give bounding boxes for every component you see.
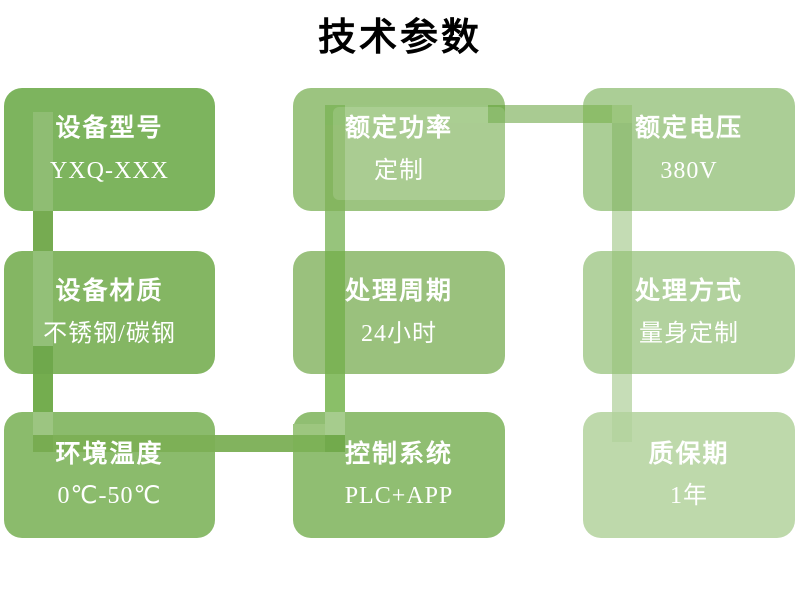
param-card-processing-cycle: 处理周期 24小时 [293,251,505,374]
param-card-processing-method: 处理方式 量身定制 [583,251,795,374]
param-value-device-model: YXQ-XXX [50,157,169,184]
connector-elbow-top-right [612,105,632,123]
param-card-text: 设备型号 YXQ-XXX [4,88,215,211]
param-value-control-system: PLC+APP [344,483,454,510]
param-value-rated-voltage: 380V [660,157,718,184]
connector-mid-gap-5-6 [325,374,345,412]
connector-top-over-card4 [345,105,488,123]
param-value-device-material: 不锈钢/碳钢 [43,320,176,347]
param-title-rated-power: 额定功率 [344,114,453,143]
param-title-device-model: 设备型号 [55,114,164,143]
param-card-rated-voltage: 额定电压 380V [583,88,795,211]
param-title-control-system: 控制系统 [344,439,453,468]
connector-left-over-card2-lower [33,346,53,374]
connector-right-gap-8-9 [612,374,632,412]
param-card-warranty-period: 质保期 1年 [583,412,795,538]
connector-right-over-card7 [612,123,632,211]
param-value-rated-power: 定制 [374,157,424,184]
connector-mid-over-card5 [325,251,345,374]
slide-title: 技术参数 [317,17,482,59]
param-title-rated-voltage: 额定电压 [634,114,743,143]
connector-left-gap-2-3 [33,374,53,412]
connector-elbow-highlight-card4 [333,107,505,200]
connector-card6-corner-step [293,424,325,435]
connector-right-over-card9-end [612,412,632,442]
param-card-text: 质保期 1年 [583,412,795,538]
connector-bottom-over-card6 [293,435,325,452]
param-card-text: 控制系统 PLC+APP [293,412,505,538]
connector-elbow-bottom-left [33,435,53,452]
connector-mid-gap-4-5 [325,211,345,251]
param-title-processing-cycle: 处理周期 [344,277,453,306]
connector-right-gap-7-8 [612,211,632,251]
param-value-processing-method: 量身定制 [639,320,739,347]
connector-elbow-top-mid [325,105,345,125]
connector-bottom-over-card3 [53,435,215,452]
param-title-ambient-temperature: 环境温度 [55,439,164,468]
connector-mid-over-card4 [325,125,345,211]
connector-top-gap [505,105,583,123]
param-card-text: 额定电压 380V [583,88,795,211]
param-card-device-material: 设备材质 不锈钢/碳钢 [4,251,215,374]
param-card-rated-power: 额定功率 定制 [293,88,505,211]
connector-bottom-gap [215,435,293,452]
connector-left-over-card3 [33,412,53,435]
connector-left-over-card1 [33,112,53,211]
connector-left-gap-1-2 [33,211,53,251]
param-title-warranty-period: 质保期 [648,439,730,468]
param-title-processing-method: 处理方式 [634,277,743,306]
param-card-text: 设备材质 不锈钢/碳钢 [4,251,215,374]
param-card-text: 额定功率 定制 [293,88,505,211]
connector-left-over-card2-upper [33,251,53,346]
connector-top-over-card7 [583,105,612,123]
connector-top-over-card4-end [488,105,505,123]
param-title-device-material: 设备材质 [55,277,164,306]
param-card-control-system: 控制系统 PLC+APP [293,412,505,538]
param-card-text: 环境温度 0℃-50℃ [4,412,215,538]
connector-elbow-bottom-mid [325,435,345,452]
param-card-text: 处理周期 24小时 [293,251,505,374]
param-card-device-model: 设备型号 YXQ-XXX [4,88,215,211]
connector-mid-over-card6 [325,412,345,435]
param-value-warranty-period: 1年 [670,483,708,510]
param-card-text: 处理方式 量身定制 [583,251,795,374]
connector-right-over-card8 [612,251,632,374]
param-value-processing-cycle: 24小时 [361,320,437,347]
param-card-ambient-temperature: 环境温度 0℃-50℃ [4,412,215,538]
param-value-ambient-temperature: 0℃-50℃ [57,483,162,510]
